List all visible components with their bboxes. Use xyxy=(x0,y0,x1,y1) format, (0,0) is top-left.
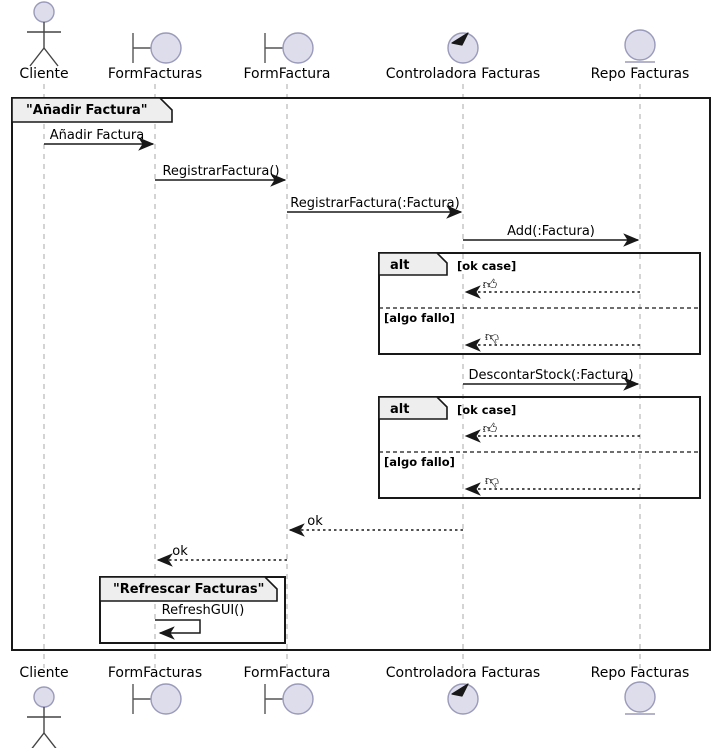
actor-stickman-icon-bottom xyxy=(27,686,61,748)
frame-header-tab-alt-1 xyxy=(378,252,448,276)
alt-2-guard-ok: [ok case] xyxy=(457,403,517,417)
frame-group-refrescar-facturas xyxy=(99,576,286,644)
participant-label-formfactura-top: FormFactura xyxy=(243,66,331,82)
frame-header-tab-anadir-factura xyxy=(11,97,173,123)
control-icon-bottom xyxy=(447,683,479,715)
control-icon-top xyxy=(447,32,479,64)
participant-label-formfacturas-top: FormFacturas xyxy=(107,66,203,82)
arrow-m12-self xyxy=(155,619,201,640)
message-label-registrarfactura-factura: RegistrarFactura(:Factura) xyxy=(290,196,460,211)
message-label-refreshgui: RefreshGUI() xyxy=(161,603,245,618)
thumbs-up-icon-alt1: 👍︎ xyxy=(482,277,498,293)
boundary-icon-top-formfacturas xyxy=(132,32,182,64)
thumbs-down-icon-alt1: 👎︎ xyxy=(484,329,500,345)
participant-label-repo-bottom: Repo Facturas xyxy=(590,665,690,681)
alt-2-guard-fail: [algo fallo] xyxy=(384,455,455,469)
frame-group-anadir-factura xyxy=(11,97,711,651)
frame-title-alt-2: alt xyxy=(390,402,410,417)
frame-alt-1 xyxy=(378,252,701,355)
participant-label-cliente-bottom: Cliente xyxy=(19,665,69,681)
entity-icon-bottom xyxy=(624,681,656,715)
participant-label-repo-top: Repo Facturas xyxy=(590,66,690,82)
frame-title-alt-1: alt xyxy=(390,258,410,273)
boundary-icon-bottom-formfactura xyxy=(264,683,314,715)
participant-label-controladora-top: Controladora Facturas xyxy=(385,66,541,82)
frame-title-anadir-factura: "Añadir Factura" xyxy=(26,103,148,118)
message-label-add-factura: Add(:Factura) xyxy=(507,224,595,239)
alt-1-guard-ok: [ok case] xyxy=(457,259,517,273)
message-arrows xyxy=(44,137,640,640)
boundary-icon-top-formfactura xyxy=(264,32,314,64)
message-label-descontarstock: DescontarStock(:Factura) xyxy=(468,368,634,383)
participant-label-cliente-top: Cliente xyxy=(19,66,69,82)
message-label-ok-controladora: ok xyxy=(307,514,323,529)
message-label-anadir-factura: Añadir Factura xyxy=(49,128,145,143)
lifelines xyxy=(43,84,641,668)
participant-label-formfacturas-bottom: FormFacturas xyxy=(107,665,203,681)
frame-alt-2 xyxy=(378,396,701,499)
frame-header-tab-refrescar-facturas xyxy=(99,576,278,602)
message-label-ok-formfactura: ok xyxy=(172,544,188,559)
thumbs-up-icon-alt2: 👍︎ xyxy=(482,421,498,437)
participant-label-controladora-bottom: Controladora Facturas xyxy=(385,665,541,681)
frame-title-refrescar-facturas: "Refrescar Facturas" xyxy=(113,582,265,597)
message-label-registrarfactura: RegistrarFactura() xyxy=(162,164,280,179)
alt-1-guard-fail: [algo fallo] xyxy=(384,311,455,325)
entity-icon-top xyxy=(624,29,656,63)
participant-label-formfactura-bottom: FormFactura xyxy=(243,665,331,681)
actor-stickman-icon-top xyxy=(27,1,61,67)
thumbs-down-icon-alt2: 👎︎ xyxy=(484,473,500,489)
frame-header-tab-alt-2 xyxy=(378,396,448,420)
boundary-icon-bottom-formfacturas xyxy=(132,683,182,715)
